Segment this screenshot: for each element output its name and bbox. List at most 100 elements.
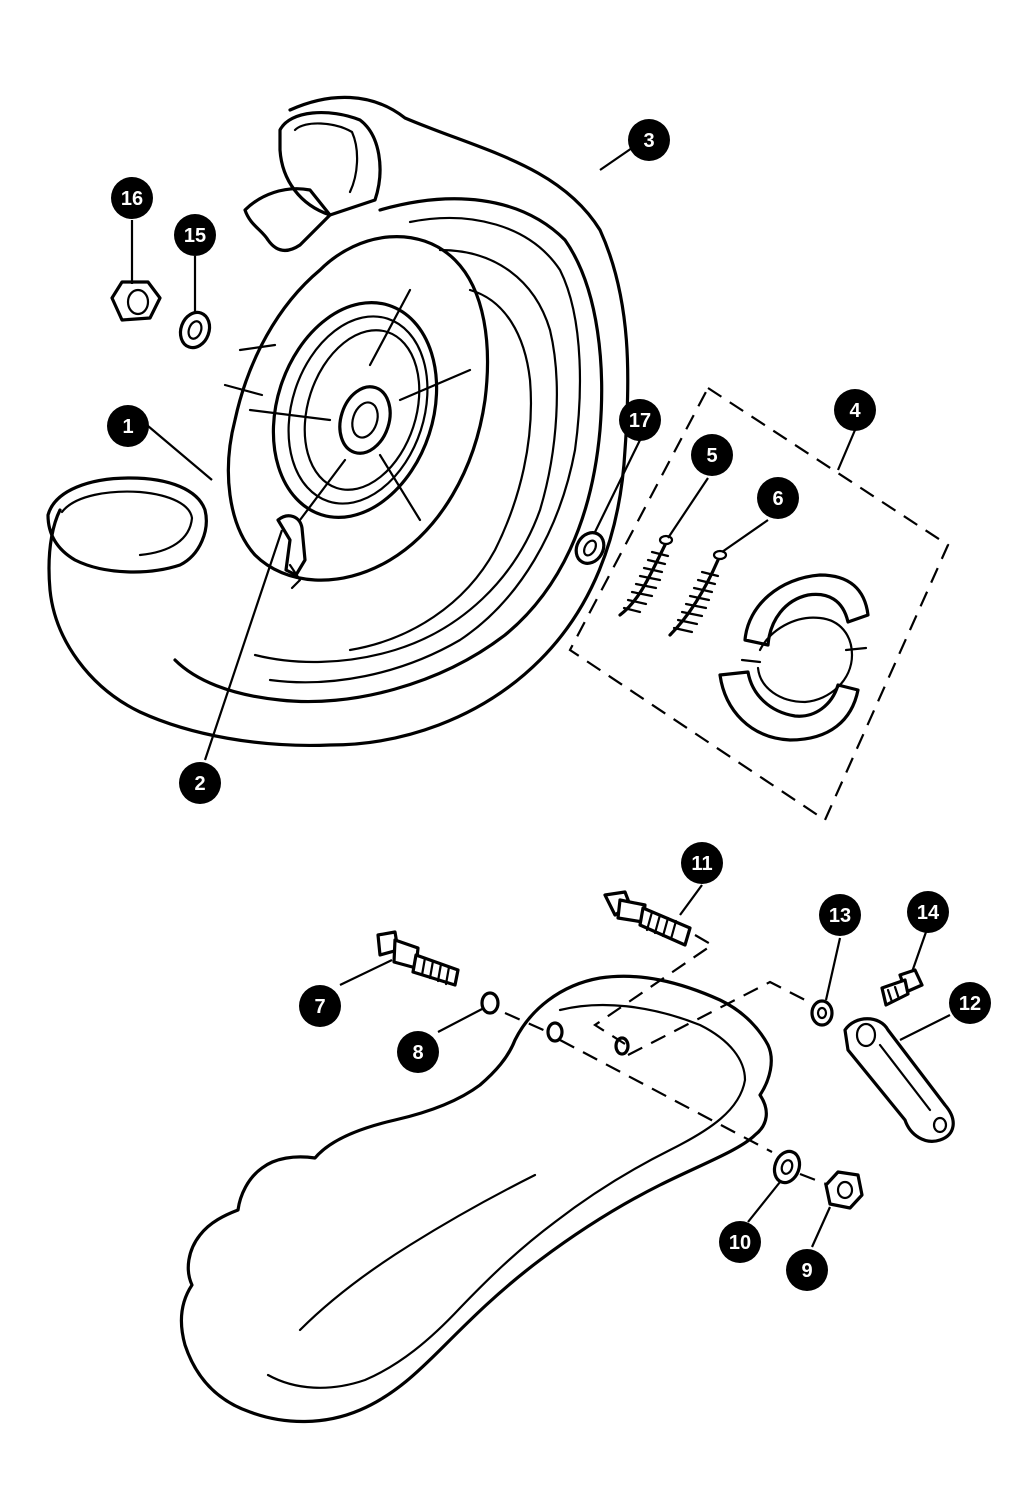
callout-circle — [907, 891, 949, 933]
callout-circle — [619, 399, 661, 441]
tyre-bead-lug — [243, 187, 332, 253]
callout-circle — [107, 405, 149, 447]
stud-o-ring — [480, 991, 500, 1015]
callout-circle — [834, 389, 876, 431]
callout-number: 4 — [849, 400, 861, 422]
brake-shoe-notch-1 — [740, 658, 762, 664]
callout-number: 9 — [801, 1260, 812, 1282]
callout-8: 8 — [397, 1031, 439, 1073]
callout-circle — [174, 214, 216, 256]
callout-number: 16 — [121, 188, 143, 210]
axle-nut-hole — [126, 288, 150, 316]
cover-nut — [824, 1170, 864, 1210]
cover-nut-hole — [836, 1180, 854, 1200]
callout-number: 2 — [194, 773, 205, 795]
tyre-upper-section — [47, 95, 630, 747]
tyre-sidewall — [173, 197, 604, 704]
rim-outer-flange — [226, 235, 490, 582]
callout-5: 5 — [691, 434, 733, 476]
valve-cap — [288, 563, 302, 590]
leader-1 — [147, 425, 213, 481]
callout-circle — [179, 762, 221, 804]
callout-16: 16 — [111, 177, 153, 219]
tyre-sidewall-line-3 — [253, 248, 558, 664]
callout-6: 6 — [757, 477, 799, 519]
mounting-hardware — [376, 890, 955, 1210]
brake-shoe-notch-2 — [844, 646, 868, 652]
wheel-spoke-1 — [248, 408, 332, 422]
brake-spring-b — [668, 549, 728, 637]
callout-number: 17 — [629, 410, 651, 432]
callout-circle — [628, 119, 670, 161]
wheel-spoke-7 — [223, 383, 264, 397]
leader-14 — [910, 931, 928, 973]
axle-nut — [110, 280, 162, 322]
callout-number: 6 — [772, 488, 783, 510]
cover-stud — [376, 930, 460, 987]
assembly-line-nut — [799, 1172, 827, 1186]
cover-washer-hole — [780, 1159, 794, 1175]
lever-washer — [810, 999, 834, 1027]
tyre-cut-top-inner — [293, 122, 359, 194]
callout-number: 11 — [691, 853, 712, 875]
axle-hardware — [110, 280, 606, 565]
leader-2 — [203, 529, 284, 761]
callout-circle — [719, 1221, 761, 1263]
callout-number: 14 — [917, 902, 940, 924]
callout-13: 13 — [819, 894, 861, 936]
callout-circle — [819, 894, 861, 936]
lever-bolt — [880, 968, 924, 1007]
spring-b-hook — [712, 549, 728, 561]
brake-washer — [574, 531, 606, 565]
hub-axle-hole — [351, 401, 379, 439]
callout-circle — [681, 842, 723, 884]
callout-circle — [757, 477, 799, 519]
axle-washer — [178, 310, 212, 350]
leader-8 — [437, 1007, 485, 1033]
callout-3: 3 — [628, 119, 670, 161]
leader-10 — [747, 1181, 781, 1223]
callout-number: 8 — [412, 1042, 423, 1064]
callout-number: 5 — [706, 445, 717, 467]
tyre-cut-lower — [46, 476, 208, 574]
hub-drum-outer — [271, 301, 439, 519]
leader-9 — [810, 1206, 832, 1248]
wheel-spoke-2 — [298, 458, 347, 522]
rear-wheel-assembly — [46, 95, 630, 747]
cover-hole-a — [546, 1021, 564, 1043]
brake-arm — [843, 1017, 955, 1143]
callout-1: 1 — [107, 405, 149, 447]
leader-7 — [339, 959, 393, 986]
wheel-spoke-4 — [398, 368, 472, 402]
assembly-line-cover-axis — [559, 1039, 773, 1153]
callout-17: 17 — [619, 399, 661, 441]
brake-arm-hole-a — [855, 1022, 877, 1048]
spring-a-hook — [658, 534, 674, 546]
callout-number: 7 — [314, 996, 325, 1018]
leader-lines — [130, 147, 951, 1248]
tyre-cut-top — [278, 110, 382, 217]
leader-12 — [899, 1014, 951, 1041]
callout-14: 14 — [907, 891, 949, 933]
hub-drum-inner — [287, 315, 429, 505]
callout-circle — [299, 985, 341, 1027]
lever-washer-hole — [816, 1006, 828, 1020]
cover-lower-rib — [298, 1173, 537, 1332]
transmission-cover — [179, 974, 773, 1424]
callout-2: 2 — [179, 762, 221, 804]
assembly-line-stud — [504, 1011, 549, 1034]
brake-shoe-lower — [718, 670, 860, 742]
callout-number: 15 — [184, 225, 206, 247]
brake-shoe-kit — [568, 386, 950, 822]
tyre-cut-lower-inner — [60, 490, 194, 557]
brake-spring-a — [618, 534, 674, 617]
callout-number: 10 — [729, 1232, 751, 1254]
leader-4 — [836, 429, 857, 471]
callout-4: 4 — [834, 389, 876, 431]
callout-circle — [949, 982, 991, 1024]
brake-shoe-upper — [743, 573, 870, 647]
valve-stem — [276, 514, 307, 577]
callout-circle — [786, 1249, 828, 1291]
brake-cam-bolt — [603, 890, 692, 947]
